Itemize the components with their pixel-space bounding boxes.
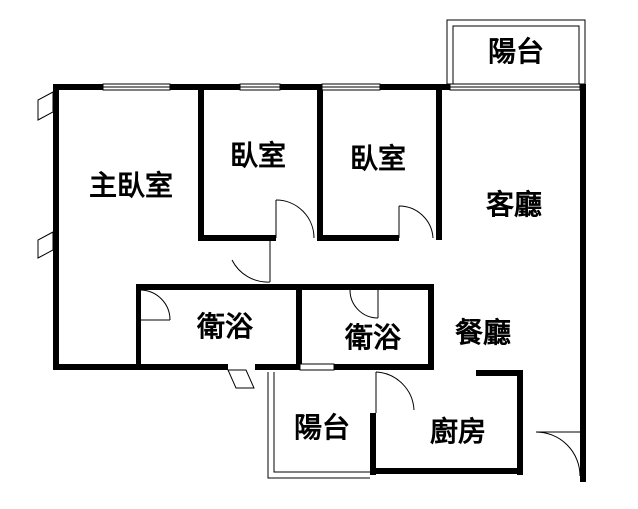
door-swings	[140, 199, 581, 477]
windows	[102, 83, 581, 91]
balcony-bottom-outline	[267, 363, 370, 479]
label-bedroom-1: 臥室	[230, 139, 286, 172]
label-living-room: 客廳	[486, 188, 542, 221]
room-labels: 陽台 主臥室 臥室 臥室 客廳 衛浴 衛浴 餐廳 陽台 廚房	[89, 35, 544, 448]
label-kitchen: 廚房	[430, 415, 486, 448]
label-master-bedroom: 主臥室	[89, 169, 173, 202]
label-dining-room: 餐廳	[455, 316, 511, 349]
interior-walls	[136, 90, 517, 475]
label-balcony-top: 陽台	[488, 35, 544, 68]
label-bedroom-2: 臥室	[350, 142, 406, 175]
label-bathroom-2: 衛浴	[344, 321, 402, 354]
label-balcony-bottom: 陽台	[294, 411, 350, 444]
left-doors	[37, 91, 54, 259]
label-bathroom-1: 衛浴	[196, 310, 254, 343]
